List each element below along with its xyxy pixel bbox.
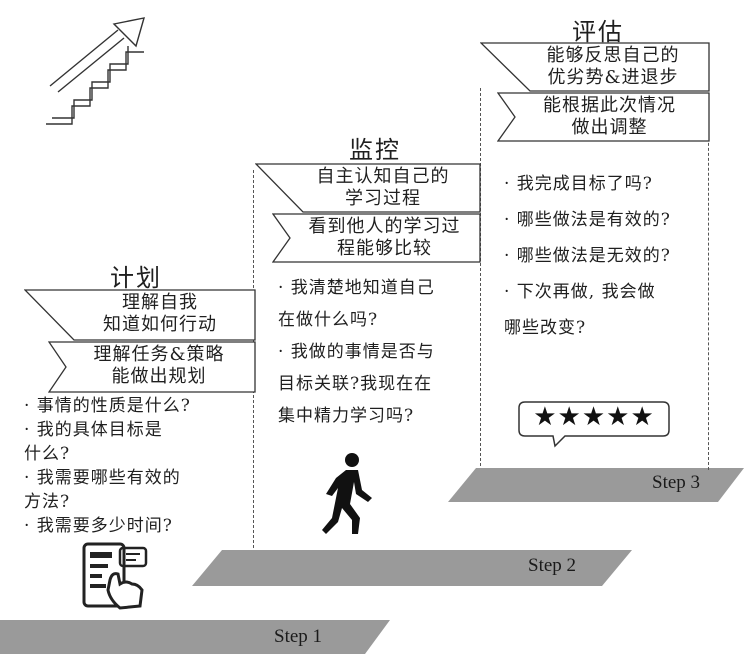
monitor-divider-right [480, 88, 481, 466]
step-2-bar [192, 550, 632, 586]
step-1-bar [0, 620, 390, 654]
evaluate-q-4: · 下次再做, 我会做 [504, 282, 656, 302]
monitor-title: 监控 [349, 136, 401, 164]
monitor-questions: · 我清楚地知道自己 在做什么吗? · 我做的事情是否与 目标关联?我现在在 集… [278, 272, 478, 432]
plan-q-2: · 我的具体目标是 [24, 420, 163, 440]
plan-questions: · 事情的性质是什么? · 我的具体目标是 什么? · 我需要哪些有效的 方法?… [24, 394, 254, 538]
evaluate-banner-top-line1: 能够反思自己的 [546, 45, 680, 66]
evaluate-banner-bottom-line1: 能根据此次情况 [543, 95, 676, 116]
monitor-banner-bottom-line2: 程能够比较 [337, 238, 432, 259]
monitor-q-3: · 我做的事情是否与 [278, 342, 435, 362]
evaluate-q-3: · 哪些做法是无效的? [504, 246, 671, 266]
walking-person-icon [322, 453, 372, 534]
evaluate-q-1: · 我完成目标了吗? [504, 174, 653, 194]
plan-banner-top-line2: 知道如何行动 [103, 314, 217, 335]
evaluate-banner-top-line2: 优劣势&进退步 [547, 67, 679, 88]
plan-q-6: · 我需要多少时间? [24, 516, 173, 536]
step-2-label: Step 2 [528, 555, 577, 576]
monitor-banner-bottom: 看到他人的学习过 程能够比较 [272, 213, 481, 263]
step-1-label: Step 1 [274, 626, 323, 647]
rating-stars: ★★★★★ [533, 402, 655, 432]
monitor-banner-top-line1: 自主认知自己的 [316, 166, 450, 187]
monitor-banner-top: 自主认知自己的 学习过程 [255, 163, 481, 213]
plan-banner-bottom-line2: 能做出规划 [111, 366, 207, 387]
plan-q-4: · 我需要哪些有效的 [24, 468, 181, 488]
evaluate-q-5: 哪些改变? [504, 318, 587, 338]
evaluate-banner-top: 能够反思自己的 优劣势&进退步 [480, 42, 710, 92]
evaluate-banner-bottom: 能根据此次情况 做出调整 [497, 92, 710, 142]
evaluate-divider-right [708, 88, 709, 470]
monitor-q-1: · 我清楚地知道自己 [278, 278, 435, 298]
stairs-arrow-icon [46, 17, 145, 125]
rating-stars-icon: ★★★★★ [517, 400, 671, 448]
plan-banner-top: 理解自我 知道如何行动 [24, 289, 256, 341]
monitor-banner-bottom-line1: 看到他人的学习过 [308, 216, 461, 237]
step-3-label: Step 3 [652, 472, 701, 493]
evaluate-title: 评估 [572, 18, 624, 46]
evaluate-questions: · 我完成目标了吗? · 哪些做法是有效的? · 哪些做法是无效的? · 下次再… [504, 166, 709, 346]
evaluate-q-2: · 哪些做法是有效的? [504, 210, 671, 230]
tablet-tap-icon [82, 542, 148, 610]
monitor-q-5: 集中精力学习吗? [278, 406, 415, 426]
evaluate-banner-bottom-line2: 做出调整 [571, 117, 648, 138]
plan-title: 计划 [110, 264, 162, 292]
monitor-q-4: 目标关联?我现在在 [278, 374, 433, 394]
monitor-q-2: 在做什么吗? [278, 310, 379, 330]
plan-banner-top-line1: 理解自我 [122, 292, 198, 313]
monitor-banner-top-line2: 学习过程 [345, 188, 421, 209]
plan-q-1: · 事情的性质是什么? [24, 396, 191, 416]
plan-q-3: 什么? [24, 444, 71, 464]
plan-banner-bottom: 理解任务&策略 能做出规划 [48, 341, 256, 393]
plan-q-5: 方法? [24, 492, 71, 512]
step-3-bar [448, 468, 744, 502]
plan-banner-bottom-line1: 理解任务&策略 [93, 344, 225, 365]
